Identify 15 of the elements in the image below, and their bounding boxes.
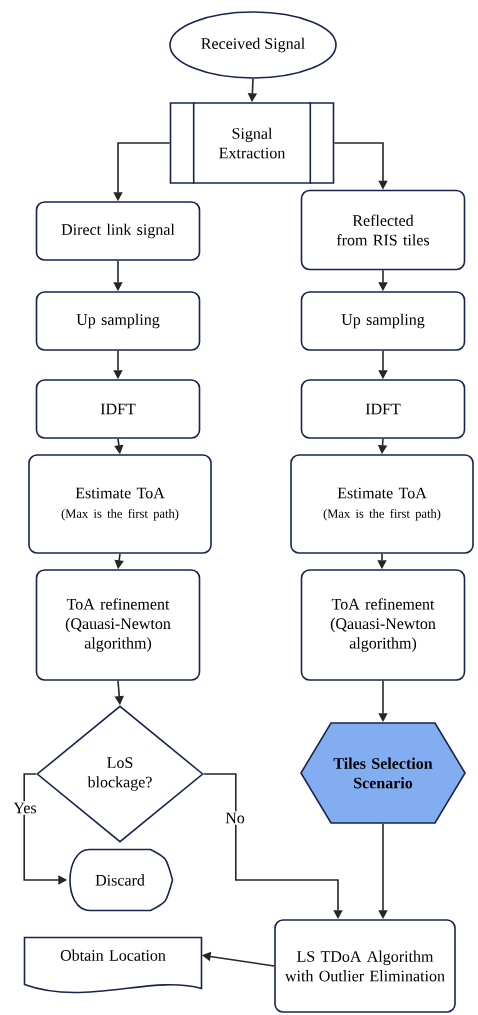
process-box: Up sampling bbox=[35, 291, 201, 351]
process-box: ToA refinement (Qauasi-Newton algorithm) bbox=[35, 569, 201, 681]
process-box: Estimate ToA (Max is the first path) bbox=[28, 454, 212, 554]
process-box: IDFT bbox=[300, 379, 466, 439]
process-box: Estimate ToA (Max is the first path) bbox=[290, 454, 474, 554]
preparation-hexagon: Tiles Selection Scenario bbox=[300, 722, 466, 824]
process-box: LS TDoA Algorithm with Outlier Elimination bbox=[274, 919, 456, 1013]
predefined-process-box: Signal Extraction bbox=[169, 101, 335, 185]
process-box: Direct link signal bbox=[35, 201, 201, 261]
process-box: IDFT bbox=[35, 379, 201, 439]
process-box: ToA refinement (Qauasi-Newton algorithm) bbox=[300, 569, 466, 681]
process-box: Reflected from RIS tiles bbox=[300, 189, 466, 271]
edge-label: No bbox=[223, 811, 247, 825]
process-box: Up sampling bbox=[300, 291, 466, 351]
edge-label: Yes bbox=[11, 801, 39, 815]
